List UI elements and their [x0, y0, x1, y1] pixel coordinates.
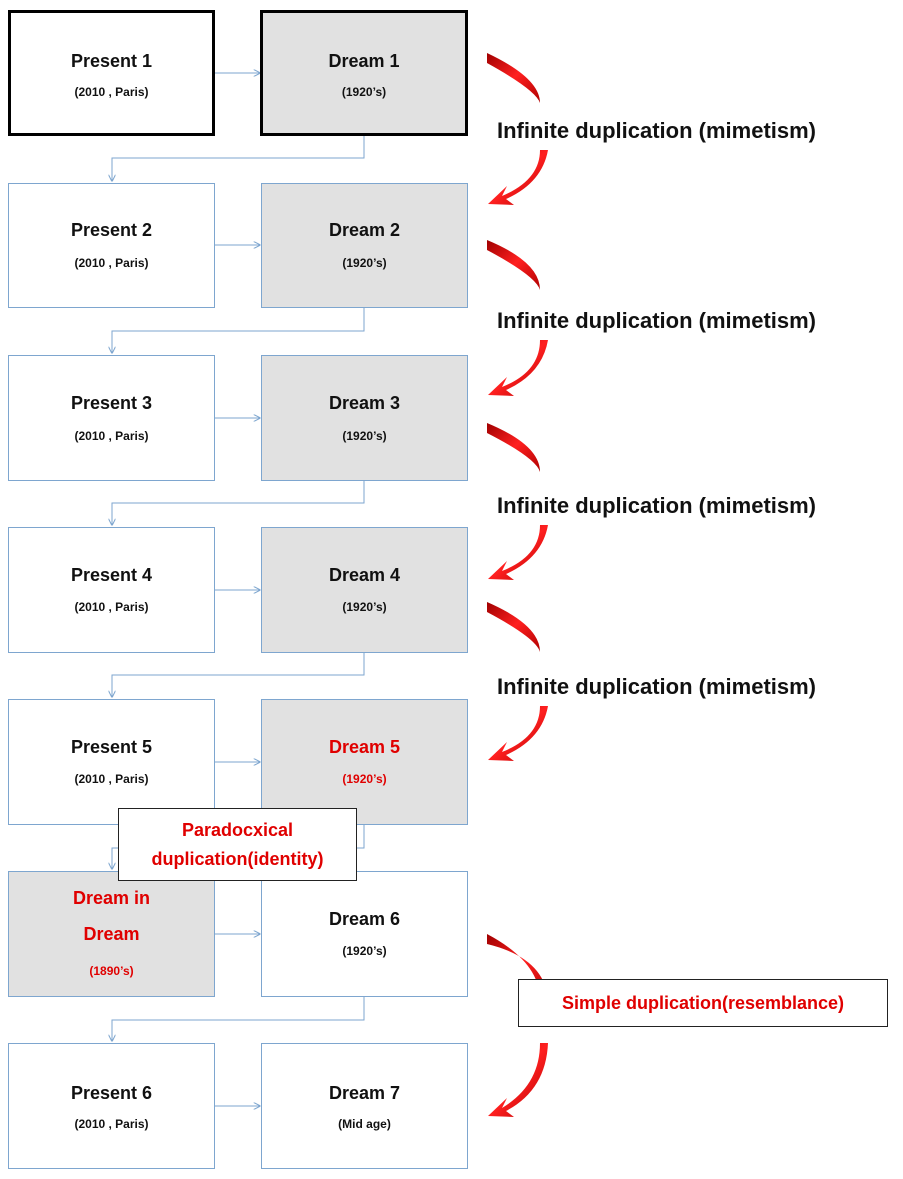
- infinite-duplication-label-3: Infinite duplication (mimetism): [497, 493, 817, 518]
- box-subtitle: (Mid age): [338, 1117, 391, 1131]
- box-subtitle: (1920’s): [342, 772, 387, 786]
- infinite-duplication-label-4: Infinite duplication (mimetism): [497, 674, 817, 699]
- box-subtitle: (2010 , Paris): [74, 429, 149, 443]
- infinite-duplication-label-1: Infinite duplication (mimetism): [497, 118, 817, 143]
- red-arc-arrow-3: [487, 423, 548, 580]
- box-subtitle: (1920’s): [342, 429, 387, 443]
- present-4-box: Present 4 (2010 , Paris): [8, 527, 215, 653]
- elbow-connector-4: [112, 653, 365, 697]
- dream-3-box: Dream 3 (1920’s): [261, 355, 468, 481]
- elbow-connector-2: [112, 308, 365, 353]
- box-subtitle: (2010 , Paris): [74, 1117, 149, 1131]
- box-title: Present 1: [70, 51, 153, 71]
- box-subtitle: (2010 , Paris): [74, 600, 149, 614]
- box-title: Present 5: [70, 737, 153, 757]
- box-subtitle: (2010 , Paris): [74, 85, 149, 99]
- present-5-box: Present 5 (2010 , Paris): [8, 699, 215, 825]
- paradoxical-duplication-callout: Paradocxical duplication(identity): [118, 808, 357, 881]
- box-title: Present 4: [70, 565, 153, 585]
- box-title: Dream 5: [328, 737, 401, 757]
- box-title-line-1: Dream in: [72, 888, 151, 908]
- red-arc-arrow-2: [487, 240, 548, 396]
- box-title: Dream 1: [328, 51, 400, 71]
- box-title: Present 6: [70, 1083, 153, 1103]
- elbow-connector-3: [112, 481, 365, 525]
- callout-text: Simple duplication(resemblance): [561, 993, 845, 1013]
- present-6-box: Present 6 (2010 , Paris): [8, 1043, 215, 1169]
- present-1-box: Present 1 (2010 , Paris): [8, 10, 215, 136]
- box-subtitle: (2010 , Paris): [74, 256, 149, 270]
- elbow-connector-1: [112, 136, 365, 181]
- dream-6-box: Dream 6 (1920’s): [261, 871, 468, 997]
- callout-line-2: duplication(identity): [151, 849, 324, 869]
- red-arc-arrow-4: [487, 602, 548, 761]
- red-arc-arrow-1: [487, 53, 548, 205]
- infinite-duplication-label-2: Infinite duplication (mimetism): [497, 308, 817, 333]
- box-title-line-2: Dream: [83, 924, 140, 944]
- box-title: Present 2: [70, 220, 153, 240]
- box-subtitle: (1920’s): [342, 944, 387, 958]
- box-subtitle: (1920’s): [342, 256, 387, 270]
- box-title: Present 3: [70, 393, 153, 413]
- box-title: Dream 7: [328, 1083, 401, 1103]
- present-2-box: Present 2 (2010 , Paris): [8, 183, 215, 308]
- box-title: Dream 2: [328, 220, 401, 240]
- dream-in-dream-box: Dream in Dream (1890’s): [8, 871, 215, 997]
- box-subtitle: (1920’s): [341, 85, 387, 99]
- box-title: Dream 6: [328, 909, 401, 929]
- dream-2-box: Dream 2 (1920’s): [261, 183, 468, 308]
- dream-1-box: Dream 1 (1920’s): [260, 10, 468, 136]
- box-title: Dream 4: [328, 565, 401, 585]
- box-title: Dream 3: [328, 393, 401, 413]
- callout-line-1: Paradocxical: [181, 820, 294, 840]
- present-3-box: Present 3 (2010 , Paris): [8, 355, 215, 481]
- dream-5-box: Dream 5 (1920’s): [261, 699, 468, 825]
- box-subtitle: (2010 , Paris): [74, 772, 149, 786]
- box-subtitle: (1890’s): [89, 964, 134, 978]
- box-subtitle: (1920’s): [342, 600, 387, 614]
- simple-duplication-callout: Simple duplication(resemblance): [518, 979, 888, 1027]
- dream-7-box: Dream 7 (Mid age): [261, 1043, 468, 1169]
- elbow-connector-6: [112, 997, 365, 1041]
- dream-4-box: Dream 4 (1920’s): [261, 527, 468, 653]
